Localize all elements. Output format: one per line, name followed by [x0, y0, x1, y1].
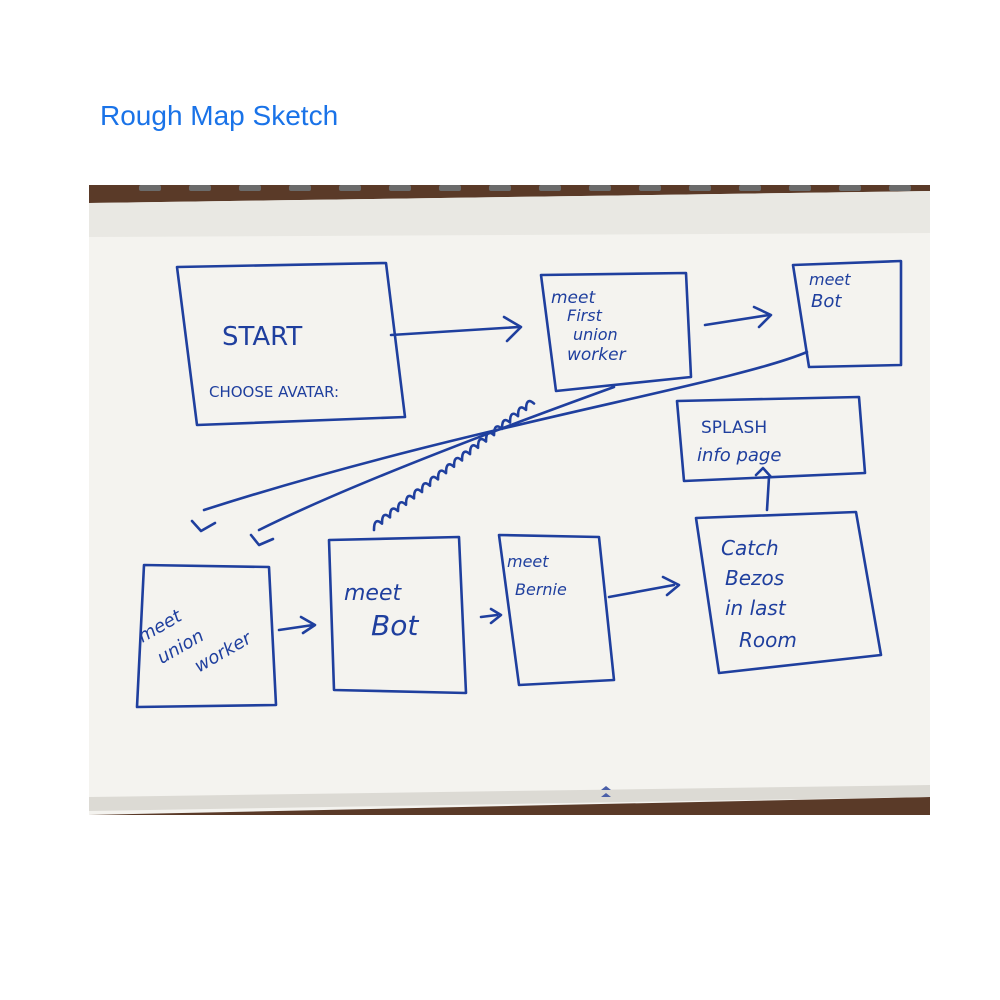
arrow-first-worker-to-bot [703, 305, 773, 329]
arrow-bot-down-left-2 [249, 385, 616, 547]
squiggle-connector [372, 399, 536, 532]
first-worker-line-2: First [567, 306, 603, 325]
splash-line-1: SPLASH [701, 418, 767, 438]
bot-line-1: meet [344, 581, 403, 606]
box-splash-info-page [675, 395, 867, 483]
node-labels: START CHOOSE AVATAR: meet First union wo… [134, 270, 851, 677]
catch-bezos-line-1: Catch [721, 536, 779, 560]
arrow-start-to-first-worker [389, 315, 523, 343]
catch-bezos-line-4: Room [739, 628, 797, 652]
arrow-bernie-to-catch-bezos [607, 575, 681, 599]
box-meet-bot [327, 535, 468, 695]
page-title: Rough Map Sketch [100, 100, 339, 131]
box-meet-bernie [497, 533, 616, 687]
arrow-catch-bezos-to-splash [754, 466, 773, 512]
first-worker-line-1: meet [551, 288, 596, 308]
bernie-line-2: Bernie [515, 580, 567, 599]
box-catch-bezos [694, 510, 883, 675]
sketch-photo: START CHOOSE AVATAR: meet First union wo… [89, 185, 930, 815]
page-marker-icon [601, 786, 611, 797]
box-meet-union-worker [135, 563, 278, 709]
page-top-shadow [89, 191, 930, 237]
arrow-bot-to-bernie [479, 607, 503, 625]
first-worker-line-3: union [573, 325, 618, 344]
box-meet-bot-top [791, 259, 903, 369]
sketch-canvas: START CHOOSE AVATAR: meet First union wo… [89, 185, 930, 815]
spiral-binding [139, 185, 911, 191]
bot-top-line-2: Bot [811, 291, 842, 312]
box-start [175, 261, 407, 427]
page-stack-edge [89, 785, 930, 811]
bot-line-2: Bot [371, 609, 419, 642]
catch-bezos-line-3: in last [725, 596, 787, 620]
catch-bezos-line-2: Bezos [725, 566, 784, 590]
box-meet-first-union-worker [539, 271, 693, 393]
bernie-line-1: meet [507, 552, 549, 571]
arrow-union-worker-to-bot [277, 615, 317, 635]
start-label: START [222, 322, 302, 352]
notebook-page [89, 191, 930, 815]
bot-top-line-1: meet [809, 270, 851, 289]
first-worker-line-4: worker [567, 345, 627, 365]
splash-line-2: info page [697, 445, 781, 466]
arrow-bot-down-left-1 [190, 350, 809, 533]
choose-avatar-label: CHOOSE AVATAR: [209, 383, 339, 401]
